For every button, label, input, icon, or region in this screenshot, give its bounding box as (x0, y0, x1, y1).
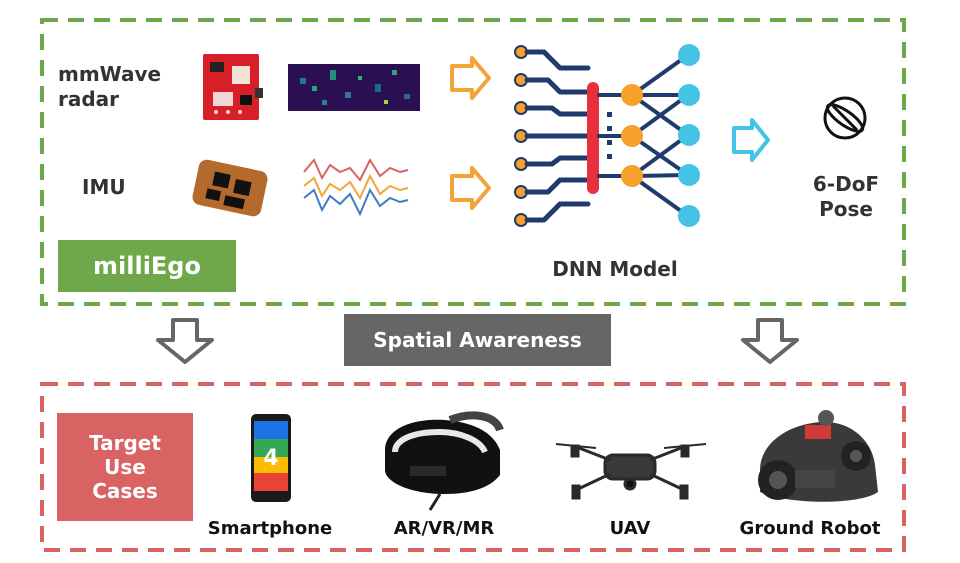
imu-signal-icon (303, 157, 409, 217)
smartphone-icon: 4 (251, 414, 291, 502)
mmwave-radar-label: mmWave radar (58, 62, 162, 111)
radar-board-icon (203, 54, 263, 120)
ground-robot-icon (758, 410, 878, 502)
arrow-down-icon (156, 318, 799, 364)
milliego-badge: milliEgo (58, 240, 236, 292)
system-box (40, 18, 906, 306)
use-case-uav-label: UAV (609, 518, 651, 539)
radar-heatmap-icon (288, 64, 420, 111)
spatial-awareness-box: Spatial Awareness (344, 314, 611, 366)
dnn-icon (514, 44, 700, 227)
arrow-right-icon (450, 56, 491, 210)
spatial-awareness-label: Spatial Awareness (373, 328, 582, 352)
drone-icon (555, 443, 707, 500)
vr-headset-icon (385, 411, 504, 511)
pose-icon (823, 96, 867, 140)
arrow-right-blue-icon (732, 118, 770, 162)
pose-label: 6-DoF Pose (812, 172, 880, 221)
milliego-badge-text: milliEgo (93, 251, 201, 280)
imu-chip-icon (192, 159, 268, 217)
use-case-ground-robot-label: Ground Robot (739, 518, 881, 539)
svg-text:4: 4 (263, 446, 278, 471)
imu-label: IMU (82, 175, 126, 199)
use-case-smartphone-label: Smartphone (207, 518, 333, 539)
dnn-model-label: DNN Model (552, 257, 678, 281)
use-case-arvrmr-label: AR/VR/MR (393, 518, 495, 539)
use-case-box (40, 382, 906, 552)
target-use-cases-box: Target Use Cases (57, 413, 193, 521)
target-use-cases-label: Target Use Cases (89, 431, 161, 503)
